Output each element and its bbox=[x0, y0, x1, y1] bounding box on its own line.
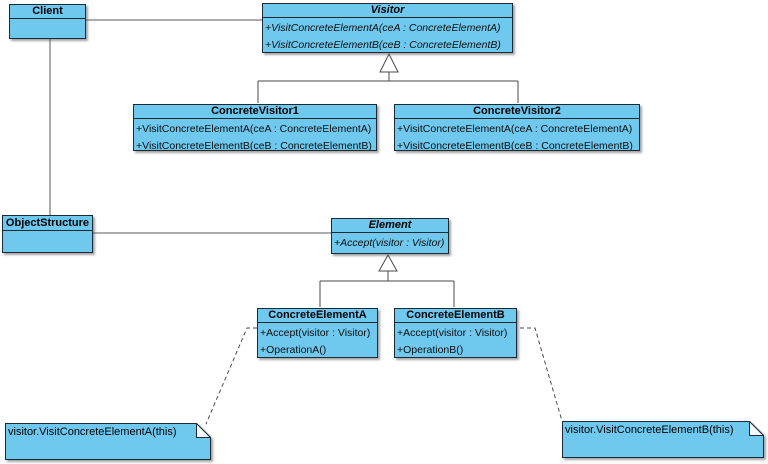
note-visit-concrete-element-a[interactable]: visitor.VisitConcreteElementA(this) bbox=[5, 423, 211, 460]
class-methods-compartment: +VisitConcreteElementA(ceA : ConcreteEle… bbox=[395, 119, 639, 150]
method-operation-a: +OperationA() bbox=[260, 343, 327, 356]
note-text: visitor.VisitConcreteElementA(this) bbox=[8, 426, 177, 438]
method-visit-concrete-element-b: +VisitConcreteElementB(ceB : ConcreteEle… bbox=[397, 139, 633, 151]
generalization-arrowhead-visitor bbox=[379, 52, 399, 73]
method-visit-concrete-element-a: +VisitConcreteElementA(ceA : ConcreteEle… bbox=[265, 22, 501, 34]
note-shape bbox=[562, 421, 764, 458]
method-accept: +Accept(visitor : Visitor) bbox=[397, 327, 508, 339]
class-title: ConcreteVisitor2 bbox=[395, 105, 639, 119]
method-accept: +Accept(visitor : Visitor) bbox=[334, 237, 445, 249]
generalization-arrowhead-element bbox=[378, 253, 398, 272]
note-anchor-concrete-element-b[interactable] bbox=[513, 327, 563, 422]
class-title: Client bbox=[10, 5, 85, 19]
class-title: Element bbox=[332, 219, 448, 233]
method-visit-concrete-element-b: +VisitConcreteElementB(ceB : ConcreteEle… bbox=[265, 38, 501, 51]
class-client[interactable]: Client bbox=[9, 4, 86, 39]
generalization-visitor-tree[interactable] bbox=[257, 72, 519, 103]
class-concrete-element-b[interactable]: ConcreteElementB +Accept(visitor : Visit… bbox=[394, 308, 517, 358]
note-fold-corner bbox=[196, 423, 211, 438]
class-title: ConcreteElementA bbox=[258, 309, 377, 323]
method-visit-concrete-element-b: +VisitConcreteElementB(ceB : ConcreteEle… bbox=[136, 139, 372, 151]
class-element[interactable]: Element +Accept(visitor : Visitor) bbox=[331, 218, 449, 254]
class-title: Visitor bbox=[263, 4, 512, 18]
note-shape bbox=[5, 423, 211, 460]
method-visit-concrete-element-a: +VisitConcreteElementA(ceA : ConcreteEle… bbox=[136, 123, 372, 135]
class-methods-compartment: +VisitConcreteElementA(ceA : ConcreteEle… bbox=[134, 119, 376, 150]
class-title: ConcreteElementB bbox=[395, 309, 516, 323]
class-methods-compartment: +VisitConcreteElementA(ceA : ConcreteEle… bbox=[263, 18, 512, 52]
class-object-structure[interactable]: ObjectStructure bbox=[2, 215, 93, 253]
class-methods-compartment bbox=[3, 231, 92, 252]
class-title: ObjectStructure bbox=[3, 216, 92, 231]
class-title: ConcreteVisitor1 bbox=[134, 105, 376, 119]
class-concrete-element-a[interactable]: ConcreteElementA +Accept(visitor : Visit… bbox=[257, 308, 378, 358]
note-anchor-concrete-element-a[interactable] bbox=[205, 327, 257, 425]
method-accept: +Accept(visitor : Visitor) bbox=[260, 327, 371, 339]
class-concrete-visitor-1[interactable]: ConcreteVisitor1 +VisitConcreteElementA(… bbox=[133, 104, 377, 151]
class-methods-compartment bbox=[10, 19, 85, 38]
method-visit-concrete-element-a: +VisitConcreteElementA(ceA : ConcreteEle… bbox=[397, 123, 633, 135]
class-methods-compartment: +Accept(visitor : Visitor) bbox=[332, 233, 448, 253]
note-fold-corner bbox=[749, 421, 764, 436]
class-methods-compartment: +Accept(visitor : Visitor) +OperationA() bbox=[258, 323, 377, 357]
class-visitor[interactable]: Visitor +VisitConcreteElementA(ceA : Con… bbox=[262, 3, 513, 53]
note-text: visitor.VisitConcreteElementB(this) bbox=[565, 424, 734, 436]
class-methods-compartment: +Accept(visitor : Visitor) +OperationB() bbox=[395, 323, 516, 357]
note-visit-concrete-element-b[interactable]: visitor.VisitConcreteElementB(this) bbox=[562, 421, 764, 458]
generalization-element-tree[interactable] bbox=[319, 271, 455, 307]
method-operation-b: +OperationB() bbox=[397, 343, 464, 356]
class-concrete-visitor-2[interactable]: ConcreteVisitor2 +VisitConcreteElementA(… bbox=[394, 104, 640, 151]
